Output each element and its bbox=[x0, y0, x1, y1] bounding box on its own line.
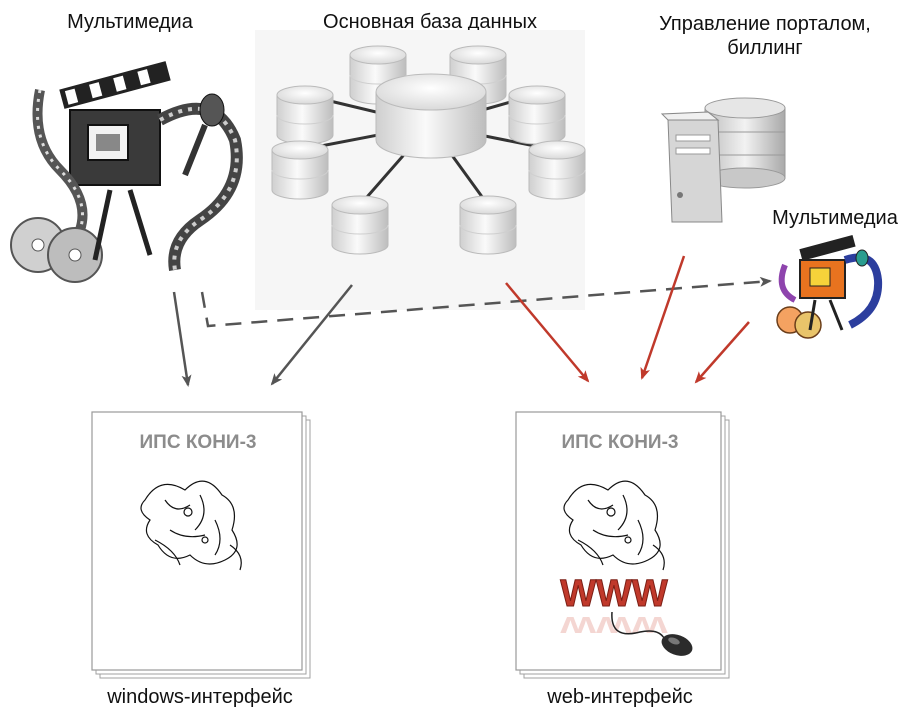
arrow-portal-to-web bbox=[640, 255, 686, 380]
server-icon bbox=[660, 97, 786, 223]
portal-label-line2: биллинг bbox=[727, 37, 803, 59]
www-logo: WWW WWW bbox=[560, 573, 693, 656]
web-interface-label: web-интерфейс bbox=[547, 686, 693, 708]
db-satellite-cylinder bbox=[331, 195, 389, 255]
portal-label-line1: Управление порталом, bbox=[659, 13, 871, 35]
www-text: WWW bbox=[560, 573, 668, 615]
db-satellite-cylinder bbox=[276, 85, 334, 145]
sketch-illustration-right bbox=[563, 480, 665, 571]
arrow-multimedia-to-windows bbox=[172, 291, 192, 387]
arrow-db-to-windows bbox=[270, 284, 353, 386]
www-reflection: WWW bbox=[560, 612, 668, 637]
main-db-label: Основная база данных bbox=[323, 11, 537, 33]
db-satellite-cylinder bbox=[528, 140, 586, 200]
sketch-illustration-left bbox=[140, 480, 242, 571]
windows-document-stack bbox=[91, 411, 311, 679]
multimedia-clipart-left bbox=[10, 61, 243, 283]
db-satellite-cylinder bbox=[459, 195, 517, 255]
database-network-icon bbox=[271, 45, 586, 255]
windows-interface-label: windows-интерфейс bbox=[107, 686, 293, 708]
multimedia-right-label: Мультимедиа bbox=[772, 207, 898, 229]
multimedia-clipart-right bbox=[776, 234, 883, 339]
db-satellite-cylinder bbox=[271, 140, 329, 200]
web-doc-title: ИПС КОНИ-3 bbox=[561, 432, 679, 453]
windows-doc-title: ИПС КОНИ-3 bbox=[139, 432, 257, 453]
arrow-db-to-web bbox=[505, 282, 590, 383]
db-satellite-cylinder bbox=[508, 85, 566, 145]
multimedia-left-label: Мультимедиа bbox=[67, 11, 193, 33]
web-document-stack bbox=[515, 411, 730, 679]
arrow-multimedia-right-to-web bbox=[694, 321, 750, 384]
arrow-dashed-to-multimedia-right bbox=[200, 276, 772, 328]
arrows bbox=[172, 255, 772, 387]
